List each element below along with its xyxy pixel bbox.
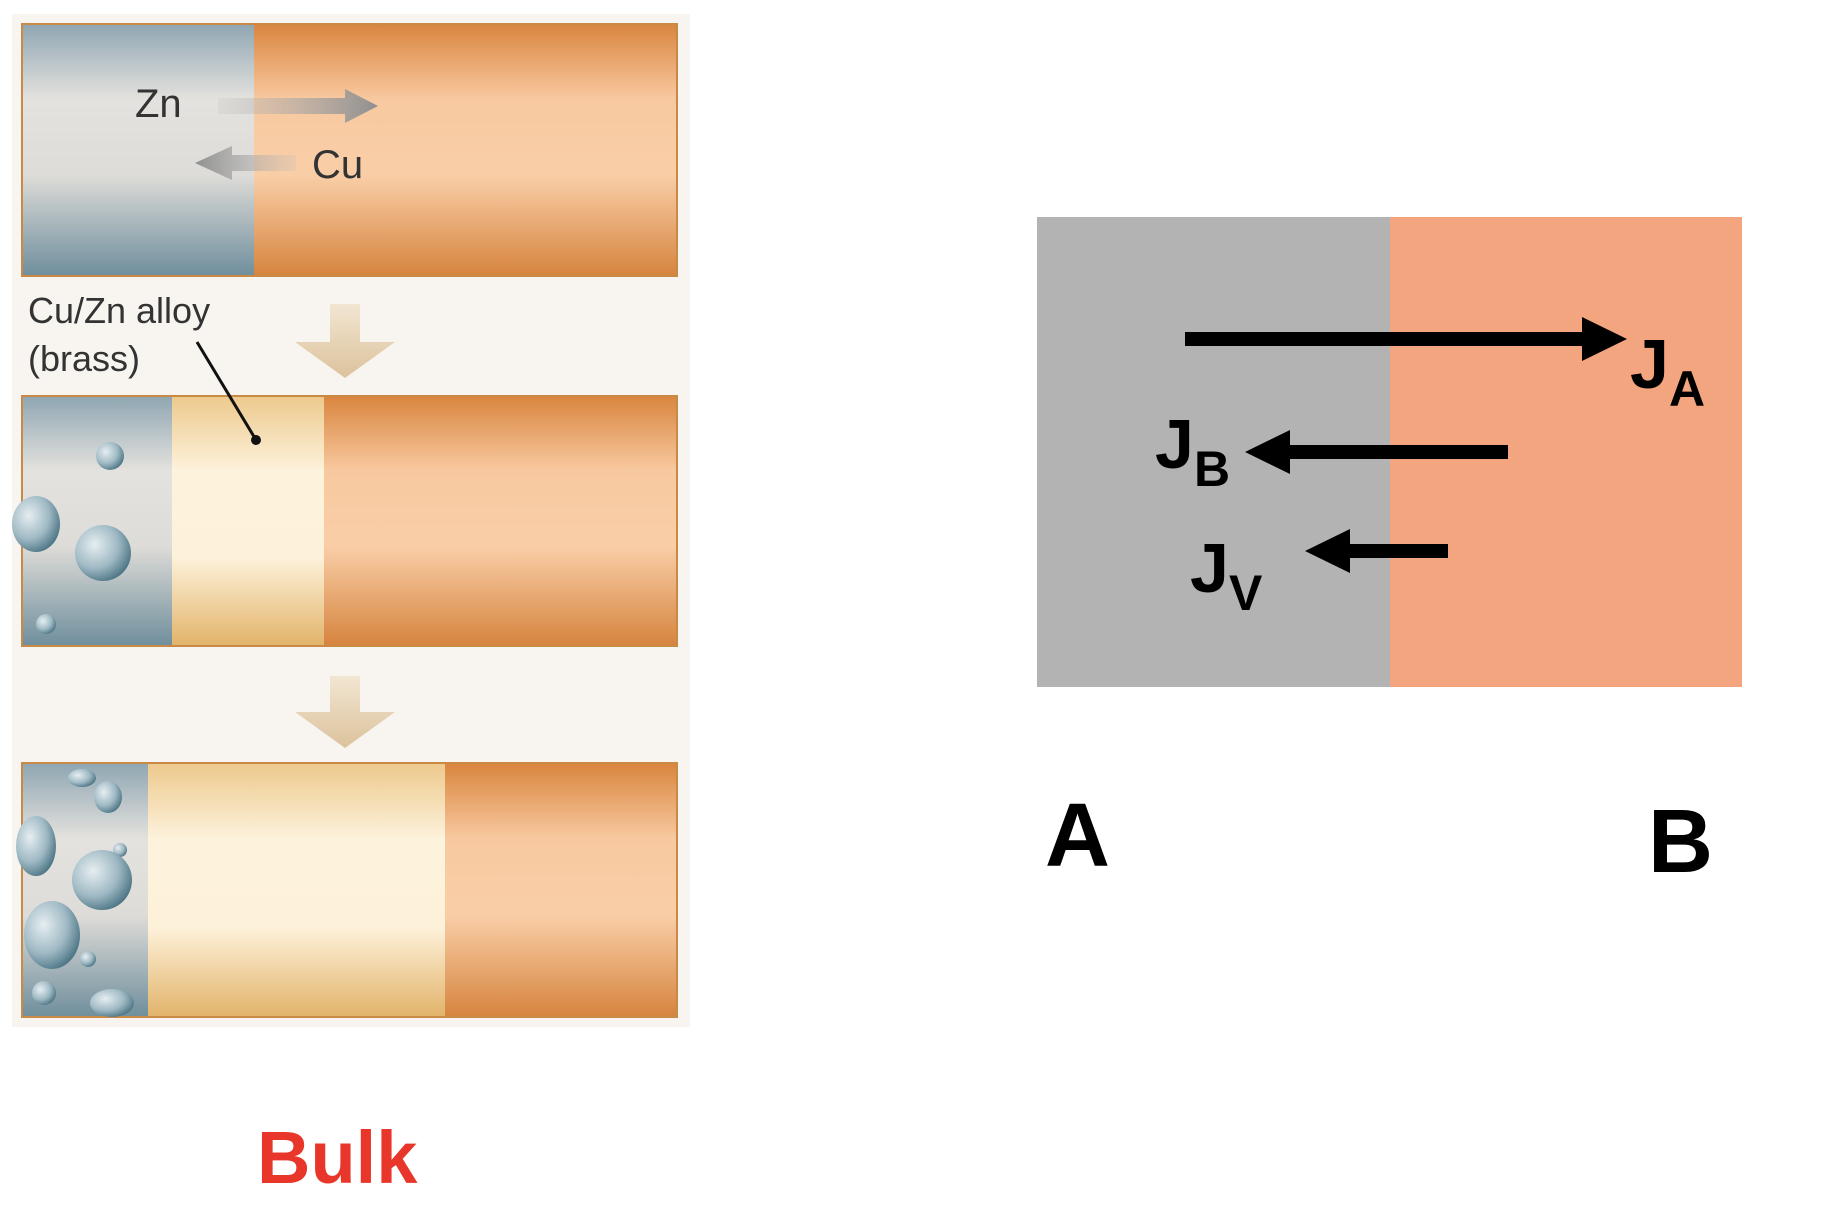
flux-v-label: JV <box>1190 529 1263 621</box>
material-a-label: A <box>1045 786 1110 886</box>
void <box>32 981 56 1005</box>
flux-b-label: JB <box>1155 405 1230 497</box>
zn-arrow-right <box>218 89 378 123</box>
material-b-label: B <box>1648 792 1713 892</box>
bulk-panel: Zn Cu Cu/Zn alloy (brass) <box>12 14 690 1199</box>
flux-a-arrow <box>1185 317 1627 361</box>
zn-label: Zn <box>135 82 182 126</box>
void <box>36 614 56 634</box>
copper-segment <box>254 24 677 276</box>
alloy-callout-line1: Cu/Zn alloy <box>28 290 210 331</box>
cu-label: Cu <box>312 143 363 187</box>
flux-v-arrow-shaft <box>1330 544 1448 558</box>
bulk-caption: Bulk <box>257 1116 418 1199</box>
flux-b-arrowhead <box>1245 430 1290 474</box>
down-arrow-2 <box>295 676 395 748</box>
flux-a-label: JA <box>1630 325 1705 417</box>
flux-panel: JA JB JV A B <box>1037 217 1742 892</box>
flux-b-arrow-shaft <box>1270 445 1508 459</box>
void <box>75 525 131 581</box>
void <box>68 769 96 787</box>
void <box>113 843 127 857</box>
alloy-callout-dot <box>251 435 261 445</box>
brass-segment <box>172 396 324 646</box>
void <box>90 989 134 1017</box>
copper-segment <box>324 396 677 646</box>
copper-segment <box>445 763 677 1017</box>
brass-segment <box>148 763 445 1017</box>
bar-final <box>16 762 678 1018</box>
flux-a-arrow-shaft <box>1185 332 1605 346</box>
cu-arrow-left <box>195 146 296 180</box>
bar-intermediate <box>12 395 678 647</box>
flux-v-arrowhead <box>1305 529 1350 573</box>
flux-b-arrow <box>1245 430 1508 474</box>
void <box>80 951 96 967</box>
kirkendall-voids <box>16 769 134 1017</box>
void <box>24 901 80 969</box>
alloy-callout-line2: (brass) <box>28 338 140 379</box>
void <box>12 496 60 552</box>
alloy-callout-pointer <box>195 341 258 441</box>
void <box>96 442 124 470</box>
bar-outline <box>21 762 678 1018</box>
bar-outline <box>21 23 678 277</box>
down-arrow-1 <box>295 304 395 378</box>
zinc-segment <box>22 24 254 276</box>
void <box>16 816 56 876</box>
bar-initial: Zn Cu <box>21 23 678 277</box>
void <box>72 850 132 910</box>
kirkendall-voids <box>12 442 131 634</box>
flux-v-arrow <box>1305 529 1448 573</box>
flux-a-arrowhead <box>1582 317 1627 361</box>
void <box>94 781 122 813</box>
